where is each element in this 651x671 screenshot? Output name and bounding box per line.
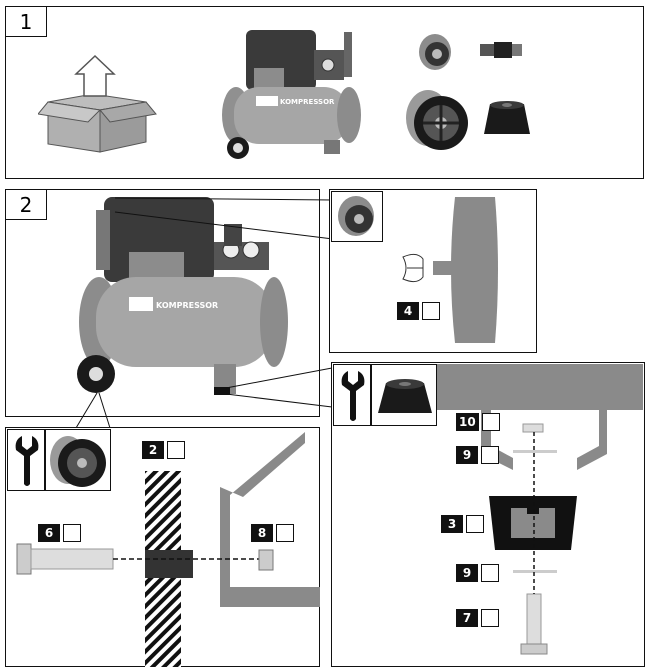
axle-drawing bbox=[16, 432, 320, 667]
callout-9-lower: 9 bbox=[456, 564, 499, 582]
callout-3-number: 3 bbox=[441, 515, 463, 533]
wheel-small-image bbox=[419, 34, 451, 70]
manual-reference-icon bbox=[422, 302, 440, 320]
manual-reference-icon bbox=[63, 524, 81, 542]
callout-8: 8 bbox=[251, 524, 294, 542]
rubber-foot-thumbnail bbox=[371, 364, 437, 426]
compressor-detail-image: KOMPRESSOR bbox=[77, 197, 288, 395]
wheel-cap-drawing bbox=[402, 197, 498, 343]
callout-6: 6 bbox=[38, 524, 81, 542]
callout-9-upper-number: 9 bbox=[456, 446, 478, 464]
manual-reference-icon bbox=[167, 441, 185, 459]
compressor-brand-label: KOMPRESSOR bbox=[280, 98, 335, 106]
callout-10-number: 10 bbox=[456, 413, 479, 431]
callout-8-number: 8 bbox=[251, 524, 273, 542]
callout-7: 7 bbox=[456, 609, 499, 627]
wrench-icon-box bbox=[7, 429, 45, 491]
manual-reference-icon bbox=[276, 524, 294, 542]
wheel-cap-thumbnail bbox=[331, 191, 383, 242]
callout-4-number: 4 bbox=[397, 302, 419, 320]
step-1-number: 1 bbox=[6, 7, 47, 37]
manual-reference-icon bbox=[466, 515, 484, 533]
callout-2-number: 2 bbox=[142, 441, 164, 459]
manual-reference-icon bbox=[481, 413, 500, 431]
step-2-number: 2 bbox=[6, 190, 47, 220]
connector-image bbox=[480, 42, 522, 58]
callout-9-lower-number: 9 bbox=[456, 564, 478, 582]
wheel-image bbox=[406, 90, 468, 150]
callout-2: 2 bbox=[142, 441, 185, 459]
callout-10: 10 bbox=[456, 413, 500, 431]
compressor-image: KOMPRESSOR bbox=[222, 30, 361, 159]
manual-reference-icon bbox=[481, 609, 499, 627]
manual-reference-icon bbox=[481, 564, 499, 582]
rubber-foot-image bbox=[484, 101, 530, 134]
wrench-icon bbox=[341, 371, 365, 421]
open-box-icon bbox=[38, 54, 157, 153]
callout-9-upper: 9 bbox=[456, 446, 499, 464]
wrench-icon bbox=[15, 436, 39, 486]
callout-3: 3 bbox=[441, 515, 484, 533]
callout-4: 4 bbox=[397, 302, 440, 320]
callout-6-number: 6 bbox=[38, 524, 60, 542]
wrench-icon-box-2 bbox=[333, 364, 371, 426]
wheel-thumbnail bbox=[45, 429, 111, 491]
compressor-detail-label: KOMPRESSOR bbox=[156, 301, 218, 310]
manual-reference-icon bbox=[481, 446, 499, 464]
callout-7-number: 7 bbox=[456, 609, 478, 627]
